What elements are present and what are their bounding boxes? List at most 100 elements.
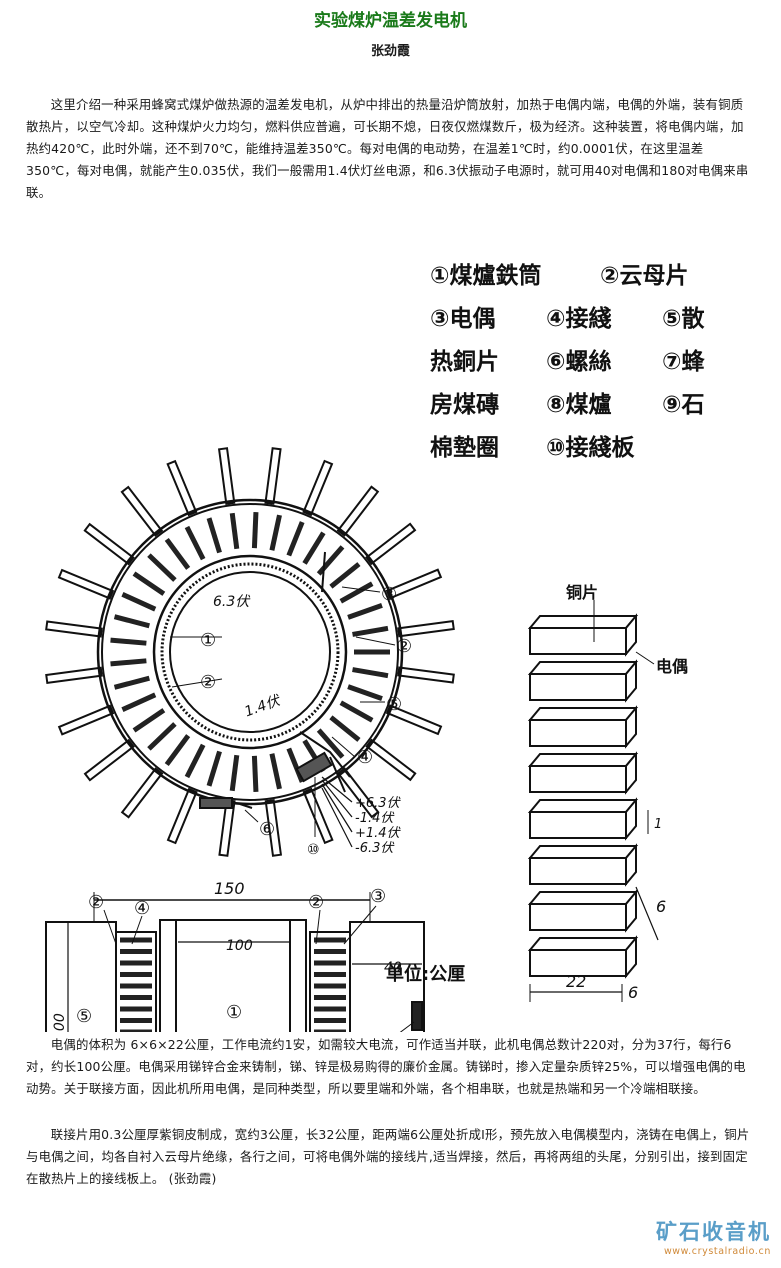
thermocouple-slot bbox=[352, 625, 389, 637]
thermocouple-slot bbox=[251, 512, 259, 549]
dim-100-height: 100 bbox=[52, 1013, 68, 1032]
thermocouple-stack bbox=[527, 613, 639, 979]
apparatus-figure: 6.3伏 1.4伏 ① ② ③ ② ⑤ ④ ⑥ ⑩ +6.3伏 -1.4伏 +1… bbox=[45, 447, 688, 1032]
legend-item: ②云母片 bbox=[600, 263, 689, 289]
thermocouple-slot bbox=[147, 553, 177, 582]
block-side bbox=[625, 889, 637, 933]
legend-item: ⑦蜂 bbox=[662, 349, 705, 375]
radiator-fin bbox=[45, 666, 103, 685]
legend-row: ③电偶 ④接綫 ⑤散 bbox=[430, 298, 705, 341]
thermocouple-slot bbox=[339, 581, 374, 604]
radiator-fin bbox=[365, 522, 417, 566]
top-view-diagram bbox=[45, 447, 455, 857]
terminal-plus-6v3: +6.3伏 bbox=[355, 796, 402, 811]
side-mark-2b: ② bbox=[308, 892, 324, 913]
parts-legend: ①煤爐鉄筒 ②云母片 ③电偶 ④接綫 ⑤散 热銅片 ⑥螺絲 ⑦蜂 房煤磚 ⑧煤爐… bbox=[430, 255, 705, 470]
legend-row: 热銅片 ⑥螺絲 ⑦蜂 bbox=[430, 341, 705, 384]
block-front bbox=[529, 719, 627, 747]
radiator-fin bbox=[57, 704, 115, 736]
thermocouple-slot bbox=[316, 728, 345, 759]
terminal-minus-1v4: -1.4伏 bbox=[355, 811, 395, 826]
legend-row: 房煤磚 ⑧煤爐 ⑨石 bbox=[430, 384, 705, 427]
block-top bbox=[527, 753, 639, 767]
radiator-fin bbox=[397, 666, 455, 684]
label-1v4: 1.4伏 bbox=[242, 692, 283, 720]
dim-150: 150 bbox=[214, 879, 245, 898]
thermocouple-slot bbox=[329, 715, 361, 742]
legend-item: ⑧煤爐 bbox=[546, 392, 612, 418]
block-front bbox=[529, 903, 627, 931]
dim-22: 22 bbox=[566, 972, 586, 991]
left-thermocouple-pack bbox=[120, 937, 152, 1032]
radiator-fin bbox=[166, 787, 198, 845]
thermocouple-slot bbox=[269, 514, 282, 551]
radiator-fin bbox=[217, 447, 236, 505]
block-side bbox=[625, 613, 637, 657]
thermocouple-slot bbox=[110, 658, 147, 667]
dim-1: 1 bbox=[654, 817, 662, 832]
radiator-fin bbox=[57, 568, 115, 600]
block-front bbox=[529, 949, 627, 977]
paragraph-connection: 联接片用0.3公厘厚紫铜皮制成，宽约3公厘，长32公厘，距两端6公厘处折成Ⅰ形，… bbox=[26, 1127, 750, 1186]
mark-3: ③ bbox=[381, 584, 397, 605]
terminal-minus-6v3: -6.3伏 bbox=[355, 841, 395, 856]
thermocouple-slot bbox=[229, 512, 240, 550]
label-6v3: 6.3伏 bbox=[213, 594, 251, 610]
radiator-fin bbox=[336, 767, 380, 819]
block-side bbox=[625, 843, 637, 887]
article-title: 实验煤炉温差发电机 bbox=[314, 11, 467, 31]
thermocouple-slot bbox=[269, 753, 282, 790]
radiator-fins bbox=[45, 447, 455, 857]
radiator-fin bbox=[365, 738, 417, 782]
thermocouple-slot bbox=[121, 692, 157, 712]
block-front bbox=[529, 673, 627, 701]
dim-100-inner: 100 bbox=[226, 938, 253, 954]
thermocouple-slot bbox=[164, 734, 191, 767]
radiator-fin bbox=[45, 620, 103, 638]
dim-6: 6 bbox=[656, 897, 666, 916]
radiator-fin bbox=[83, 522, 135, 566]
thermocouple-slot bbox=[121, 592, 157, 612]
dim-6b: 6 bbox=[628, 983, 638, 1002]
radiator-fin bbox=[385, 704, 443, 736]
mark-6: ⑥ bbox=[259, 819, 275, 840]
legend-item: ③电偶 bbox=[430, 306, 496, 332]
stack-diagram bbox=[527, 600, 659, 1002]
radiator-fin bbox=[302, 459, 334, 517]
mark-1: ① bbox=[200, 630, 216, 651]
block-top bbox=[527, 891, 639, 905]
block-top bbox=[527, 799, 639, 813]
unit-label: 单位:公厘 bbox=[386, 964, 466, 985]
radiator-fin bbox=[336, 485, 380, 537]
watermark-name: 矿石收音机 bbox=[656, 1220, 771, 1244]
radiator-fin bbox=[166, 459, 198, 517]
side-mark-2: ② bbox=[88, 892, 104, 913]
radiator-fin bbox=[397, 619, 455, 638]
thermocouple-slot bbox=[164, 537, 191, 570]
mark-4: ④ bbox=[357, 747, 373, 768]
thermocouple-slot bbox=[206, 750, 222, 787]
legend-row: ①煤爐鉄筒 ②云母片 bbox=[430, 255, 705, 298]
mark-5: ⑤ bbox=[386, 694, 402, 715]
legend-item: ⑩接綫板 bbox=[546, 435, 635, 461]
block-side bbox=[625, 705, 637, 749]
radiator-fin bbox=[264, 799, 283, 857]
thermocouple-slot bbox=[184, 525, 206, 561]
block-front bbox=[529, 857, 627, 885]
watermark-url: www.crystalradio.cn bbox=[663, 1246, 771, 1257]
radiator-fin bbox=[120, 767, 164, 819]
radiator-fin bbox=[385, 568, 443, 600]
paragraph-thermocouple: 电偶的体积为 6×6×22公厘，工作电流约1安，如需较大电流，可作适当并联，此机… bbox=[26, 1037, 746, 1096]
thermocouple-slot bbox=[132, 571, 166, 596]
block-top bbox=[527, 661, 639, 675]
block-side bbox=[625, 751, 637, 795]
label-thermocouple: 电偶 bbox=[656, 657, 688, 676]
right-thermocouple-pack bbox=[314, 937, 346, 1032]
thermocouple-slot bbox=[110, 637, 147, 646]
legend-item: ⑨石 bbox=[662, 392, 705, 418]
label-copper: 铜片 bbox=[566, 583, 598, 602]
legend-item: ⑥螺絲 bbox=[546, 349, 612, 375]
side-mark-1: ① bbox=[226, 1002, 242, 1023]
mark-2b: ② bbox=[396, 636, 412, 657]
thermocouple-slot bbox=[113, 675, 150, 690]
